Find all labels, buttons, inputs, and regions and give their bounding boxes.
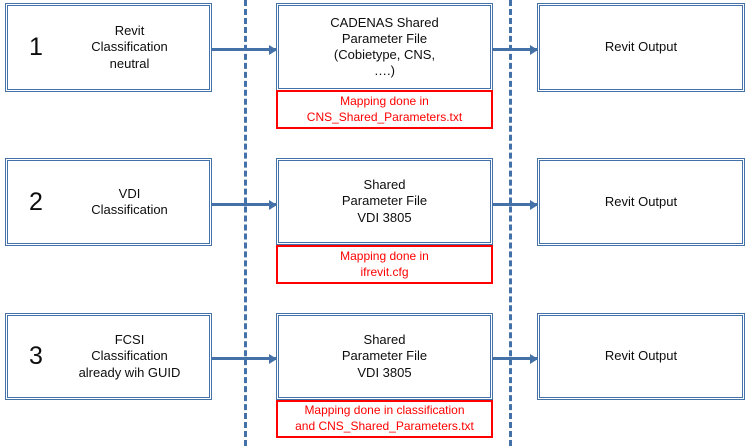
note-box-row2[interactable]: Mapping done in ifrevit.cfg bbox=[276, 245, 493, 284]
arrow-row1-left bbox=[212, 44, 277, 55]
vertical-divider-2 bbox=[509, 0, 512, 446]
row-index-1: 1 bbox=[29, 33, 43, 61]
source-label-row1: Revit Classification neutral bbox=[91, 23, 168, 71]
process-label-row3: Shared Parameter File VDI 3805 bbox=[341, 332, 428, 380]
note-box-row1[interactable]: Mapping done in CNS_Shared_Parameters.tx… bbox=[276, 90, 493, 129]
source-box-row2[interactable]: 2 VDI Classification bbox=[5, 158, 212, 246]
output-box-row1[interactable]: Revit Output bbox=[537, 3, 745, 92]
arrow-row3-right bbox=[493, 353, 538, 364]
process-box-row2[interactable]: Shared Parameter File VDI 3805 bbox=[276, 158, 493, 245]
process-box-row1[interactable]: CADENAS Shared Parameter File (Cobietype… bbox=[276, 3, 493, 91]
note-label-row2: Mapping done in ifrevit.cfg bbox=[340, 248, 429, 279]
output-box-row3[interactable]: Revit Output bbox=[537, 313, 745, 400]
source-box-row3[interactable]: 3 FCSI Classification already wih GUID bbox=[5, 313, 212, 400]
output-label-row1: Revit Output bbox=[604, 39, 678, 55]
vertical-divider-1 bbox=[244, 0, 247, 446]
note-label-row1: Mapping done in CNS_Shared_Parameters.tx… bbox=[306, 93, 463, 124]
output-box-row2[interactable]: Revit Output bbox=[537, 158, 745, 246]
source-label-row3: FCSI Classification already wih GUID bbox=[78, 332, 181, 380]
output-label-row2: Revit Output bbox=[604, 193, 678, 209]
arrow-row3-left bbox=[212, 353, 277, 364]
row-index-2: 2 bbox=[29, 187, 43, 216]
output-label-row3: Revit Output bbox=[604, 348, 678, 364]
row-index-3: 3 bbox=[29, 342, 43, 370]
source-label-row2: VDI Classification bbox=[91, 185, 168, 217]
note-box-row3[interactable]: Mapping done in classification and CNS_S… bbox=[276, 400, 493, 438]
source-box-row1[interactable]: 1 Revit Classification neutral bbox=[5, 3, 212, 92]
arrow-row2-right bbox=[493, 199, 538, 210]
process-label-row2: Shared Parameter File VDI 3805 bbox=[341, 177, 428, 225]
process-box-row3[interactable]: Shared Parameter File VDI 3805 bbox=[276, 313, 493, 400]
note-label-row3: Mapping done in classification and CNS_S… bbox=[295, 403, 474, 433]
process-label-row1: CADENAS Shared Parameter File (Cobietype… bbox=[330, 14, 439, 79]
arrow-row2-left bbox=[212, 199, 277, 210]
arrow-row1-right bbox=[493, 44, 538, 55]
